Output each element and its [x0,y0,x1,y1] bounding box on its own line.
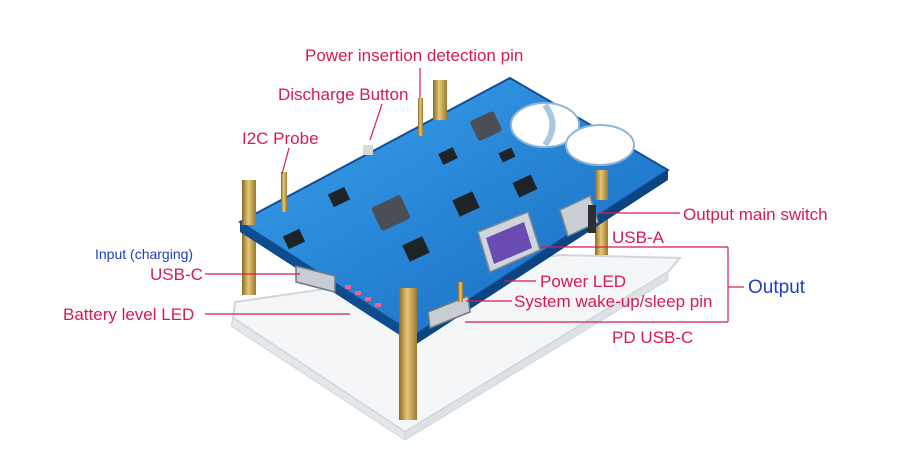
capacitor-sticker [565,124,635,166]
label-usb-c: USB-C [150,265,203,284]
usb-c-input-port [295,265,336,293]
label-i2c-probe: I2C Probe [242,129,319,148]
battery-leds [345,285,381,307]
main-switch [559,194,599,238]
capacitor-sticker [510,102,580,148]
label-battery-level-led: Battery level LED [63,305,195,324]
wake-sleep-pin [458,282,463,302]
leader-lines [205,68,744,323]
power-detect-pin [418,98,423,136]
label-power-led: Power LED [540,272,626,291]
label-output: Output [748,277,806,298]
usb-a-port [477,211,541,274]
label-input-charging: Input (charging) [95,246,194,262]
pd-usb-c-port [427,294,471,330]
standoff-front-left [399,288,417,420]
standoff-back-left [242,225,256,295]
components [282,111,538,262]
standoff-front-left-top [242,180,256,225]
label-wake-sleep-pin: System wake-up/sleep pin [514,292,713,311]
label-discharge-button: Discharge Button [278,85,409,104]
standoff-front-right [595,170,608,200]
label-output-main-switch: Output main switch [683,205,828,224]
label-pd-usb-c: PD USB-C [612,328,694,347]
label-usb-a: USB-A [612,228,664,247]
i2c-probe-pin [281,172,287,212]
standoff-top-center [433,80,447,120]
label-power-detect-pin: Power insertion detection pin [305,46,524,65]
